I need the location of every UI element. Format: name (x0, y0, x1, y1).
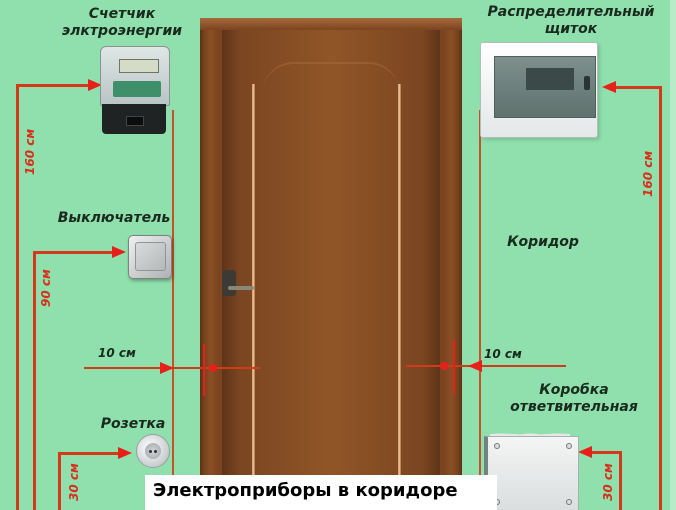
socket-height-label: 30 см (67, 463, 81, 501)
arrow-icon (468, 360, 482, 372)
meter-label: Счетчик элктроэнергии (61, 6, 183, 39)
arrow-icon (112, 246, 126, 258)
door-handle-icon (228, 286, 254, 290)
offset-dot-left (209, 364, 217, 372)
door-groove-left (252, 84, 255, 510)
wire-switch-horizontal (33, 251, 115, 254)
switch-height-label: 90 см (39, 269, 53, 307)
door-handle-plate (222, 270, 236, 296)
edge-strip (670, 0, 676, 510)
offset-line-right (406, 365, 566, 367)
electric-meter-icon (100, 46, 170, 134)
arrow-icon (602, 81, 616, 93)
wire-socket-vertical (58, 452, 61, 510)
door-icon (222, 30, 440, 510)
wire-meter-horizontal (16, 84, 94, 87)
offset-left-label: 10 см (98, 346, 136, 360)
arrow-icon (88, 79, 102, 91)
wire-switch-vertical (33, 251, 36, 510)
offset-tick-right (453, 340, 455, 394)
offset-tick-left (203, 344, 205, 396)
wire-jbox-horizontal (590, 451, 622, 454)
caption-box: Электроприборы в коридоре (145, 475, 497, 510)
room-label: Коридор (507, 234, 579, 250)
arrow-icon (160, 362, 174, 374)
arrow-icon (578, 446, 592, 458)
caption-title: Электроприборы в коридоре (153, 480, 458, 501)
light-switch-icon (128, 235, 172, 279)
wire-panel-vertical (659, 86, 662, 510)
panel-height-label: 160 см (641, 150, 655, 197)
wire-panel-horizontal (614, 86, 662, 89)
guide-line-left (172, 110, 174, 510)
junction-box-icon (484, 428, 579, 510)
wire-meter-vertical (16, 84, 19, 510)
guide-line-right (479, 110, 481, 510)
door-arch (262, 62, 400, 94)
power-socket-icon (136, 434, 170, 468)
switch-label: Выключатель (57, 210, 171, 226)
meter-height-label: 160 см (23, 128, 37, 175)
jbox-height-label: 30 см (601, 463, 615, 501)
arrow-icon (118, 447, 132, 459)
junction-box-label: Коробка ответвительная (510, 382, 638, 415)
distribution-panel-icon (480, 42, 598, 138)
door-frame-top (200, 18, 462, 30)
wire-socket-horizontal (58, 452, 120, 455)
wire-jbox-vertical (619, 451, 622, 510)
door-groove-right (398, 84, 401, 510)
offset-dot-right (440, 362, 448, 370)
offset-right-label: 10 см (484, 347, 522, 361)
socket-label: Розетка (100, 416, 166, 432)
panel-label: Распределительный щиток (487, 4, 655, 37)
